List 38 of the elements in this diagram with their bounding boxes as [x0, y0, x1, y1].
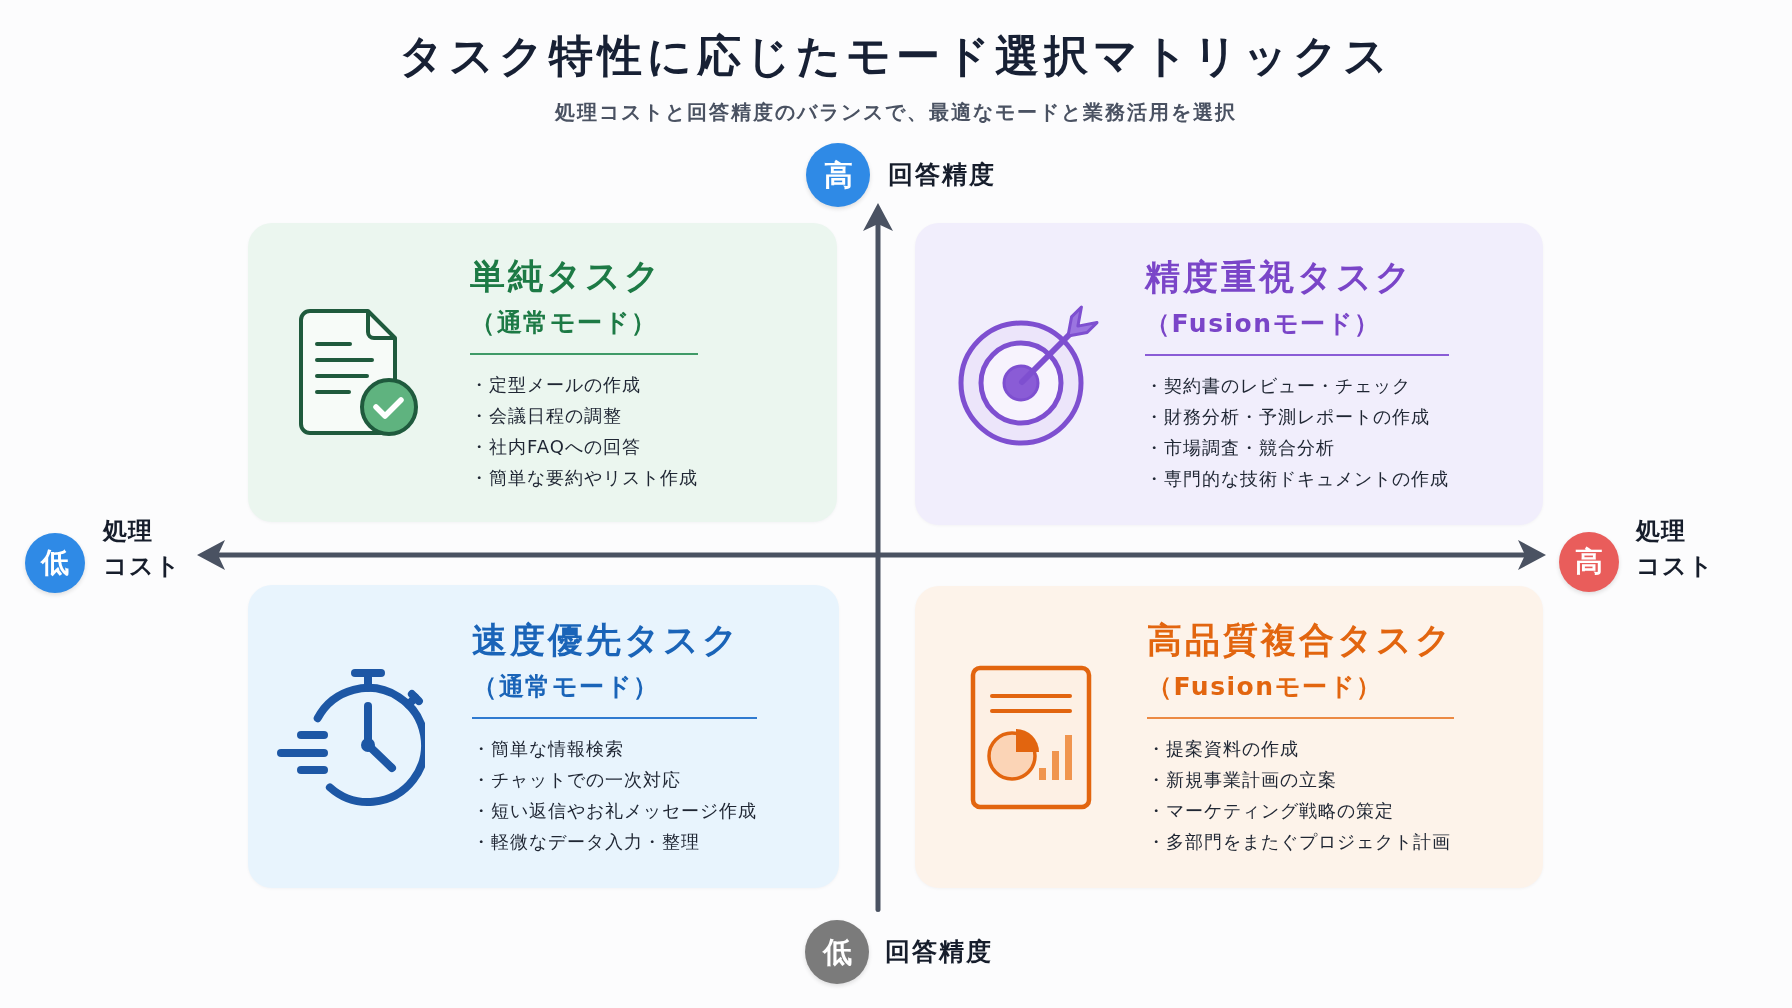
- axis-label: 処理コスト: [103, 516, 182, 582]
- card-title: 単純タスク: [470, 254, 664, 298]
- bullet-text: ・新規事業計画の立案: [1147, 768, 1338, 792]
- level-circle: 低: [25, 533, 85, 593]
- quadrant-card: [915, 586, 1543, 888]
- bullet-text: ・チャットでの一次対応: [472, 767, 682, 792]
- card-title: 速度優先タスク: [472, 618, 742, 662]
- bullet-text: ・提案資料の作成: [1147, 737, 1300, 761]
- bullet-text: ・多部門をまたぐプロジェクト計画: [1147, 830, 1452, 854]
- page-title: タスク特性に応じたモード選択マトリックス: [399, 29, 1393, 83]
- axis-label: 回答精度: [885, 936, 993, 968]
- card-subtitle: （Fusionモード）: [1147, 671, 1384, 703]
- card-title: 高品質複合タスク: [1147, 619, 1454, 662]
- bullet-text: ・会議日程の調整: [470, 403, 623, 428]
- card-title: 精度重視タスク: [1145, 256, 1415, 299]
- subtitle: 処理コストと回答精度のバランスで、最適なモードと業務活用を選択: [555, 99, 1237, 126]
- bullet-text: ・市場調査・競合分析: [1145, 436, 1336, 460]
- quadrant-card: [248, 585, 839, 888]
- level-circle: 低: [805, 920, 869, 984]
- bullet-text: ・定型メールの作成: [470, 372, 642, 397]
- axis-label: 処理コスト: [1636, 516, 1715, 582]
- bullet-text: ・軽微なデータ入力・整理: [472, 829, 701, 854]
- level-circle: 高: [806, 143, 870, 207]
- bullet-text: ・マーケティング戦略の策定: [1147, 799, 1395, 823]
- quadrant-card: [248, 223, 837, 522]
- level-circle: 高: [1559, 532, 1619, 592]
- card-subtitle: （通常モード）: [470, 306, 659, 339]
- card-subtitle: （通常モード）: [472, 670, 661, 703]
- bullet-text: ・簡単な情報検索: [472, 736, 625, 761]
- bullet-text: ・専門的な技術ドキュメントの作成: [1145, 467, 1449, 491]
- bullet-text: ・財務分析・予測レポートの作成: [1145, 405, 1431, 429]
- bullet-text: ・契約書のレビュー・チェック: [1145, 374, 1412, 398]
- bullet-text: ・短い返信やお礼メッセージ作成: [472, 798, 757, 823]
- bullet-text: ・社内FAQへの回答: [470, 434, 642, 459]
- quadrant-card: [915, 223, 1543, 525]
- card-subtitle: （Fusionモード）: [1145, 308, 1382, 340]
- bullet-text: ・簡単な要約やリスト作成: [470, 465, 698, 490]
- axis-label: 回答精度: [888, 159, 996, 191]
